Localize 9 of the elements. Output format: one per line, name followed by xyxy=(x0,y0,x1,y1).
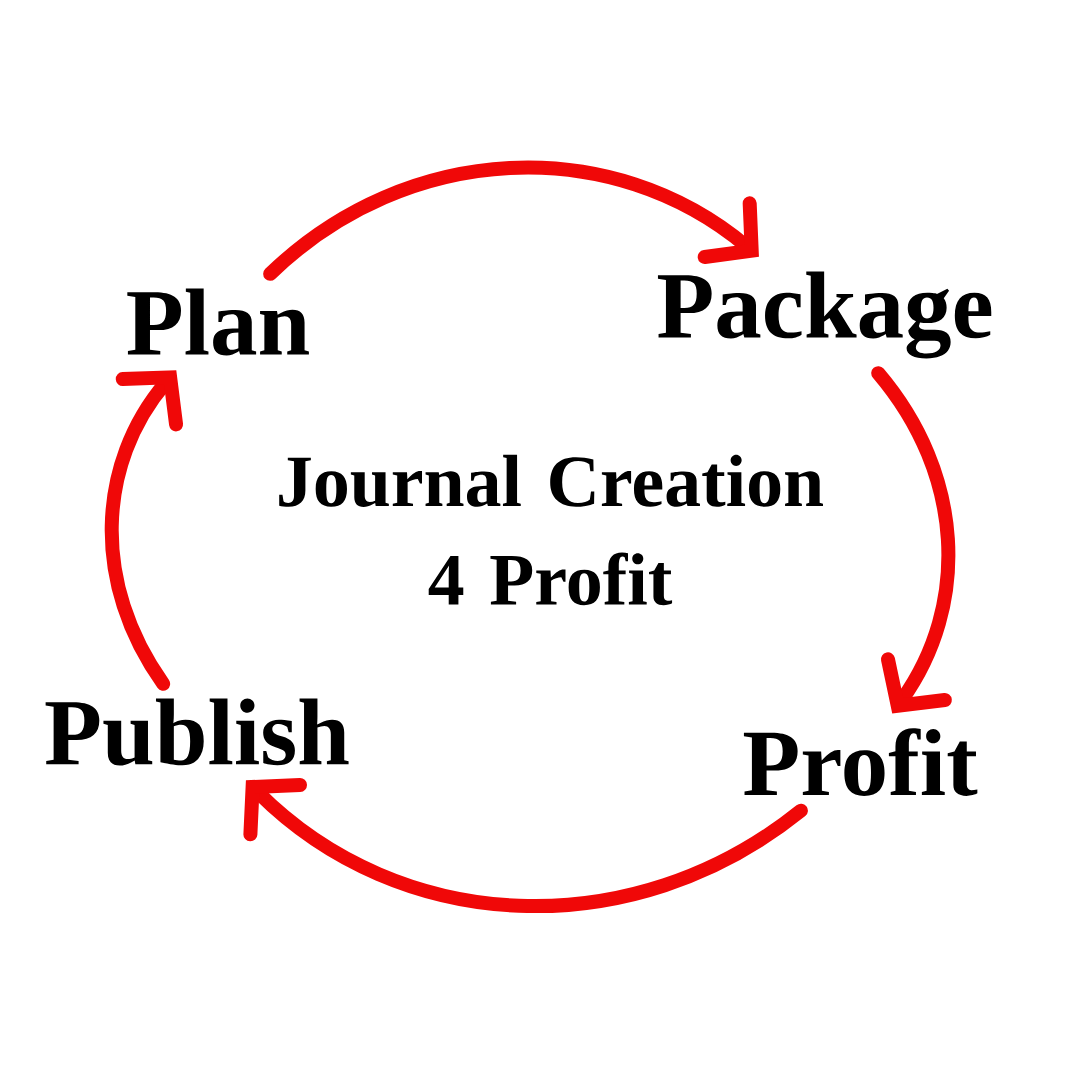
arrow xyxy=(263,161,759,281)
title: Journal Creation 4 Profit xyxy=(279,454,823,606)
arrow xyxy=(104,370,184,691)
arrow xyxy=(243,778,808,913)
arrow xyxy=(871,366,956,714)
step-label: Plan xyxy=(127,288,309,356)
step-label: Profit xyxy=(743,728,978,796)
step-label: Package xyxy=(657,271,992,359)
step-label: Publish xyxy=(45,698,349,766)
